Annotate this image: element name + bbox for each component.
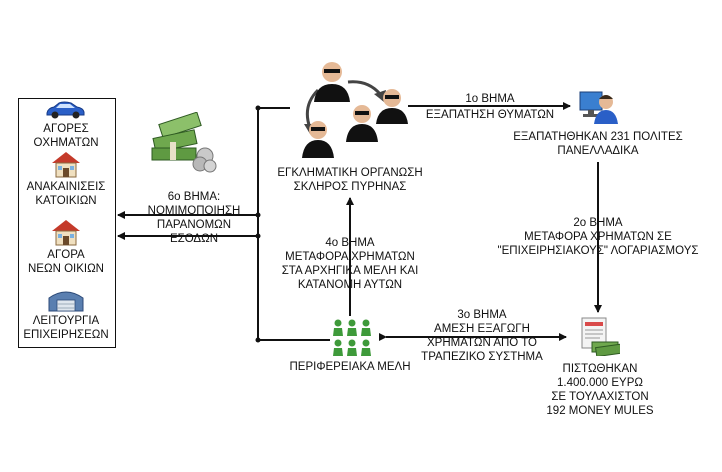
- asset-label-vehicles: ΑΓΟΡΕΣ ΟΧΗΜΑΤΩΝ: [33, 123, 99, 149]
- warehouse-icon: [48, 291, 84, 312]
- victims-label: ΕΞΑΠΑΤΗΘΗΚΑΝ 231 ΠΟΛΙΤΕΣ ΠΑΝΕΛΛΑΔΙΚΑ: [513, 131, 683, 157]
- car-icon: [46, 101, 85, 119]
- step4-label: 4ο ΒΗΜΑ ΜΕΤΑΦΟΡΑ ΧΡΗΜΑΤΩΝ ΣΤΑ ΑΡΧΗΓΙΚΑ Μ…: [281, 237, 419, 291]
- asset-label-new-houses: ΑΓΟΡΑ ΝΕΩΝ ΟΙΚΙΩΝ: [28, 249, 104, 275]
- bank-money-icon: [581, 317, 620, 356]
- money-stacks-icon: [151, 112, 217, 173]
- members-group-icon: [333, 319, 371, 356]
- criminals-icon: [302, 62, 408, 158]
- money-mules-label: ΠΙΣΤΩΘΗΚΑΝ 1.400.000 ΕΥΡΩ ΣΕ ΤΟΥΛΑΧΙΣΤΟΝ…: [546, 363, 654, 417]
- house-icon: [52, 152, 80, 178]
- step1-label: 1ο ΒΗΜΑ ΕΞΑΠΑΤΗΣΗ ΘΥΜΑΤΩΝ: [425, 93, 555, 121]
- step3-label: 3ο ΒΗΜΑ ΑΜΕΣΗ ΕΞΑΓΩΓΗ ΧΡΗΜΑΤΩΝ ΑΠΟ ΤΟ ΤΡ…: [421, 309, 543, 363]
- organization-label: ΕΓΚΛΗΜΑΤΙΚΗ ΟΡΓΑΝΩΣΗ ΣΚΛΗΡΟΣ ΠΥΡΗΝΑΣ: [277, 167, 423, 193]
- step6-label: 6ο ΒΗΜΑ: ΝΟΜΙΜΟΠΟΙΗΣΗ ΠΑΡΑΝΟΜΩΝ ΕΣΟΔΩΝ: [147, 191, 241, 245]
- house-icon: [52, 220, 80, 246]
- asset-label-businesses: ΛΕΙΤΟΥΡΓΙΑ ΕΠΙΧΕΙΡΗΣΕΩΝ: [23, 315, 109, 341]
- victim-computer-icon: [579, 91, 618, 124]
- members-label: ΠΕΡΙΦΕΡΕΙΑΚΑ ΜΕΛΗ: [289, 361, 411, 373]
- step2-label: 2ο ΒΗΜΑ ΜΕΤΑΦΟΡΑ ΧΡΗΜΑΤΩΝ ΣΕ "ΕΠΙΧΕΙΡΗΣΙ…: [497, 217, 699, 257]
- asset-label-renovations: ΑΝΑΚΑΙΝΙΣΕΙΣ ΚΑΤΟΙΚΙΩΝ: [26, 181, 106, 207]
